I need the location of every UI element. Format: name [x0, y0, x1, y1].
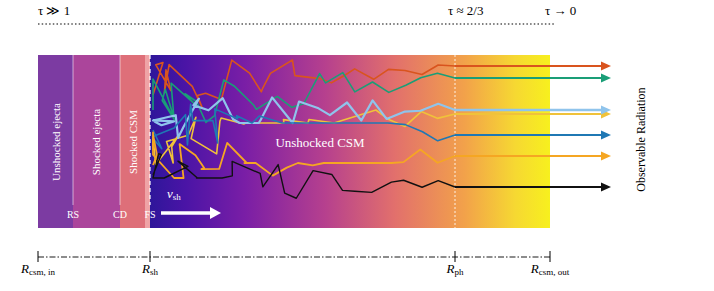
escape-ray: [455, 186, 603, 188]
region-band: Shocked CSM: [120, 55, 145, 228]
forward-shock-line: [149, 55, 150, 205]
escape-ray: [455, 65, 603, 67]
radius-symbol: R: [21, 262, 29, 276]
escape-ray: [455, 155, 603, 157]
region-label: Unshocked ejecta: [50, 103, 62, 181]
escape-ray: [455, 113, 603, 115]
axis-tick: [550, 251, 551, 262]
shock-velocity-head: [210, 207, 221, 219]
shock-marker: CD: [113, 209, 127, 220]
photon-path: [153, 132, 455, 178]
region-band: Shocked ejecta: [73, 55, 120, 228]
escape-arrowhead: [601, 62, 611, 71]
photosphere-line: [455, 55, 456, 228]
region-label: Shocked CSM: [127, 110, 139, 174]
axis-tick: [150, 251, 151, 262]
escape-ray: [455, 77, 603, 79]
photon-path: [153, 154, 455, 198]
radius-symbol: R: [447, 262, 455, 276]
photon-path: [153, 110, 455, 164]
escape-arrowhead: [601, 183, 611, 192]
region-label: Unshocked CSM: [275, 135, 364, 150]
optical-depth: τ → 0: [545, 4, 576, 18]
radius-symbol: R: [142, 262, 150, 276]
radius-axis: [38, 257, 550, 258]
reverse-shock-line: [73, 55, 74, 205]
optical-depth: τ ≈ 2/3: [448, 4, 483, 18]
radius-subscript: ph: [454, 268, 463, 278]
radius-symbol: R: [531, 262, 539, 276]
escape-arrowhead: [601, 106, 611, 115]
photon-path: [153, 73, 455, 123]
escape-arrowhead: [601, 131, 611, 140]
escape-ray: [455, 109, 603, 112]
photon-path: [153, 97, 455, 137]
shock-marker: RS: [67, 209, 79, 220]
shock-velocity-arrow: [161, 211, 212, 215]
photon-path: [153, 104, 455, 149]
axis-tick: [455, 251, 456, 262]
velocity-symbol: v: [167, 187, 173, 201]
radius-subscript: csm, in: [29, 268, 55, 278]
optical-depth-line: [38, 23, 555, 24]
shock-marker: FS: [144, 209, 155, 220]
radius-subscript: sh: [150, 268, 158, 278]
radius-subscript: csm, out: [539, 268, 570, 278]
region-label: Shocked ejecta: [91, 108, 103, 174]
velocity-subscript: sh: [173, 193, 181, 203]
photon-walks: [153, 60, 611, 198]
escape-arrowhead: [601, 74, 611, 83]
axis-tick: [38, 251, 39, 262]
escape-arrowhead: [601, 152, 611, 161]
optical-depth: τ ≫ 1: [38, 4, 70, 18]
region-band: Unshocked ejecta: [38, 55, 73, 228]
radiation-note: Observable Radiation: [634, 88, 647, 192]
contact-line: [120, 55, 121, 205]
escape-ray: [455, 134, 603, 136]
